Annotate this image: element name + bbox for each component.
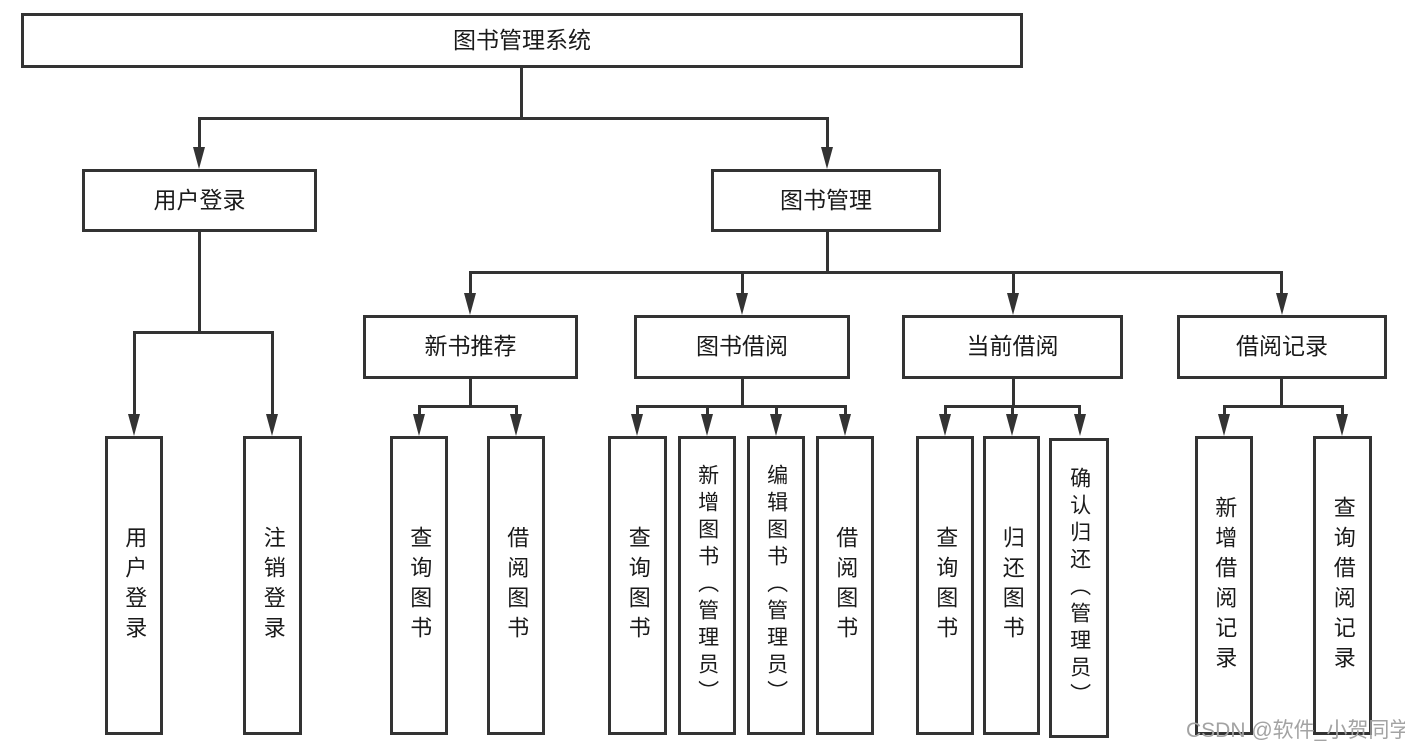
connector-line: [826, 117, 829, 149]
arrowhead-down-icon: [939, 414, 951, 436]
arrowhead-down-icon: [631, 414, 643, 436]
leaf-edit-books-admin: 编辑图书（管理员）: [747, 436, 805, 735]
connector-line: [418, 405, 518, 408]
connector-line: [198, 117, 829, 120]
watermark-text: CSDN @软件_小贺同学: [1186, 719, 1405, 742]
connector-line: [1341, 405, 1344, 417]
arrowhead-down-icon: [736, 293, 748, 315]
connector-line: [1280, 271, 1283, 294]
node-book-borrowing: 图书借阅: [634, 315, 850, 379]
arrowhead-down-icon: [1006, 414, 1018, 436]
leaf-confirm-return-admin: 确认归还（管理员）: [1049, 438, 1109, 738]
leaf-borrow-books-recommend: 借阅图书: [487, 436, 545, 735]
connector-line: [198, 232, 201, 334]
leaf-logout-login: 注销登录: [243, 436, 302, 735]
connector-line: [1280, 379, 1283, 408]
connector-line: [844, 405, 847, 417]
connector-line: [775, 405, 778, 417]
leaf-return-books: 归还图书: [983, 436, 1040, 735]
connector-line: [636, 405, 846, 408]
connector-line: [1078, 405, 1081, 417]
leaf-add-borrow-record: 新增借阅记录: [1195, 436, 1253, 735]
leaf-add-books-admin: 新增图书（管理员）: [678, 436, 736, 735]
connector-line: [418, 405, 421, 417]
arrowhead-down-icon: [1336, 414, 1348, 436]
connector-line: [469, 271, 1283, 274]
leaf-query-borrow-record: 查询借阅记录: [1313, 436, 1372, 735]
connector-line: [198, 117, 201, 149]
connector-line: [469, 271, 472, 294]
connector-line: [706, 405, 709, 417]
node-book-management: 图书管理: [711, 169, 941, 232]
connector-line: [826, 232, 829, 273]
node-library-management-system: 图书管理系统: [21, 13, 1023, 68]
arrowhead-down-icon: [464, 293, 476, 315]
arrowhead-down-icon: [266, 414, 278, 436]
connector-line: [271, 331, 274, 416]
connector-line: [636, 405, 639, 417]
leaf-user-login: 用户登录: [105, 436, 163, 735]
arrowhead-down-icon: [839, 414, 851, 436]
node-current-borrowing: 当前借阅: [902, 315, 1123, 379]
arrowhead-down-icon: [701, 414, 713, 436]
connector-line: [133, 331, 274, 334]
leaf-query-books-recommend: 查询图书: [390, 436, 448, 735]
leaf-query-books-current: 查询图书: [916, 436, 974, 735]
connector-line: [1223, 405, 1226, 417]
connector-line: [1012, 271, 1015, 294]
arrowhead-down-icon: [1007, 293, 1019, 315]
connector-line: [944, 405, 947, 417]
arrowhead-down-icon: [128, 414, 140, 436]
arrowhead-down-icon: [413, 414, 425, 436]
arrowhead-down-icon: [510, 414, 522, 436]
leaf-query-books-borrowing: 查询图书: [608, 436, 667, 735]
connector-line: [520, 68, 523, 119]
arrowhead-down-icon: [193, 147, 205, 169]
leaf-borrow-books-borrowing: 借阅图书: [816, 436, 874, 735]
connector-line: [1011, 405, 1014, 417]
connector-line: [469, 379, 472, 408]
arrowhead-down-icon: [1218, 414, 1230, 436]
arrowhead-down-icon: [1276, 293, 1288, 315]
connector-line: [1012, 379, 1015, 408]
connector-line: [133, 331, 136, 416]
connector-line: [741, 379, 744, 408]
arrowhead-down-icon: [1074, 414, 1086, 436]
connector-line: [1223, 405, 1344, 408]
arrowhead-down-icon: [770, 414, 782, 436]
arrowhead-down-icon: [821, 147, 833, 169]
node-borrowing-records: 借阅记录: [1177, 315, 1387, 379]
node-new-book-recommendation: 新书推荐: [363, 315, 578, 379]
node-user-login-branch: 用户登录: [82, 169, 317, 232]
connector-line: [741, 271, 744, 294]
connector-line: [515, 405, 518, 417]
